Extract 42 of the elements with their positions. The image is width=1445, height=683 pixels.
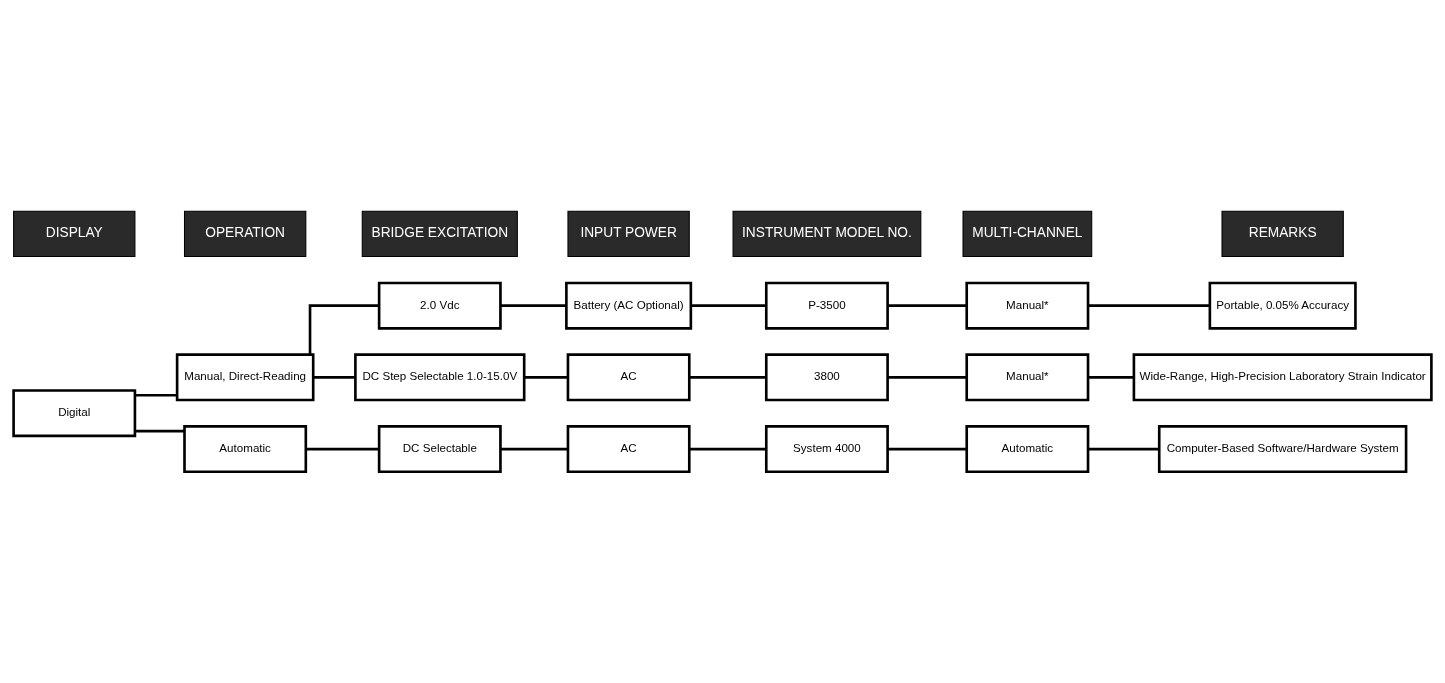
node-box: Manual, Direct-Reading bbox=[175, 353, 315, 402]
node-box: AC bbox=[566, 353, 691, 402]
connector bbox=[887, 376, 967, 379]
node-box: Manual* bbox=[965, 353, 1090, 402]
node-box: Wide-Range, High-Precision Laboratory Strain Indicator bbox=[1132, 353, 1433, 402]
node-box: 2.0 Vdc bbox=[377, 281, 502, 330]
connector bbox=[689, 376, 767, 379]
connector bbox=[500, 304, 567, 307]
connector bbox=[1088, 376, 1134, 379]
connector bbox=[135, 429, 185, 433]
node-box: Automatic bbox=[965, 425, 1090, 474]
node-box: Computer-Based Software/Hardware System bbox=[1157, 425, 1408, 474]
node-box: INSTRUMENT MODEL NO. bbox=[732, 210, 922, 258]
connector bbox=[524, 376, 568, 379]
node-box: REMARKS bbox=[1221, 210, 1344, 258]
node-box: INPUT POWER bbox=[567, 210, 690, 258]
node-box: Portable, 0.05% Accuracy bbox=[1208, 281, 1357, 330]
node-box: DC Selectable bbox=[377, 425, 502, 474]
connector bbox=[308, 304, 380, 355]
connector bbox=[691, 304, 767, 307]
connector bbox=[305, 447, 379, 451]
node-box: OPERATION bbox=[183, 210, 307, 258]
connector bbox=[887, 447, 967, 451]
node-box: BRIDGE EXCITATION bbox=[361, 210, 518, 258]
node-box: Digital bbox=[12, 389, 137, 438]
node-box: MULTI-CHANNEL bbox=[962, 210, 1093, 258]
connector bbox=[689, 447, 767, 451]
node-box: Manual* bbox=[965, 281, 1090, 330]
connector bbox=[887, 304, 967, 307]
connector bbox=[500, 447, 568, 451]
connector bbox=[135, 394, 178, 397]
node-box: System 4000 bbox=[764, 425, 889, 474]
node-box: DISPLAY bbox=[13, 210, 136, 258]
connector bbox=[1088, 447, 1160, 451]
node-box: P-3500 bbox=[764, 281, 889, 330]
node-box: Battery (AC Optional) bbox=[565, 281, 693, 330]
connector bbox=[1088, 304, 1210, 307]
node-box: DC Step Selectable 1.0-15.0V bbox=[354, 353, 526, 402]
node-box: 3800 bbox=[764, 353, 889, 402]
node-box: Automatic bbox=[183, 425, 308, 474]
node-box: AC bbox=[566, 425, 691, 474]
connector bbox=[313, 376, 356, 379]
